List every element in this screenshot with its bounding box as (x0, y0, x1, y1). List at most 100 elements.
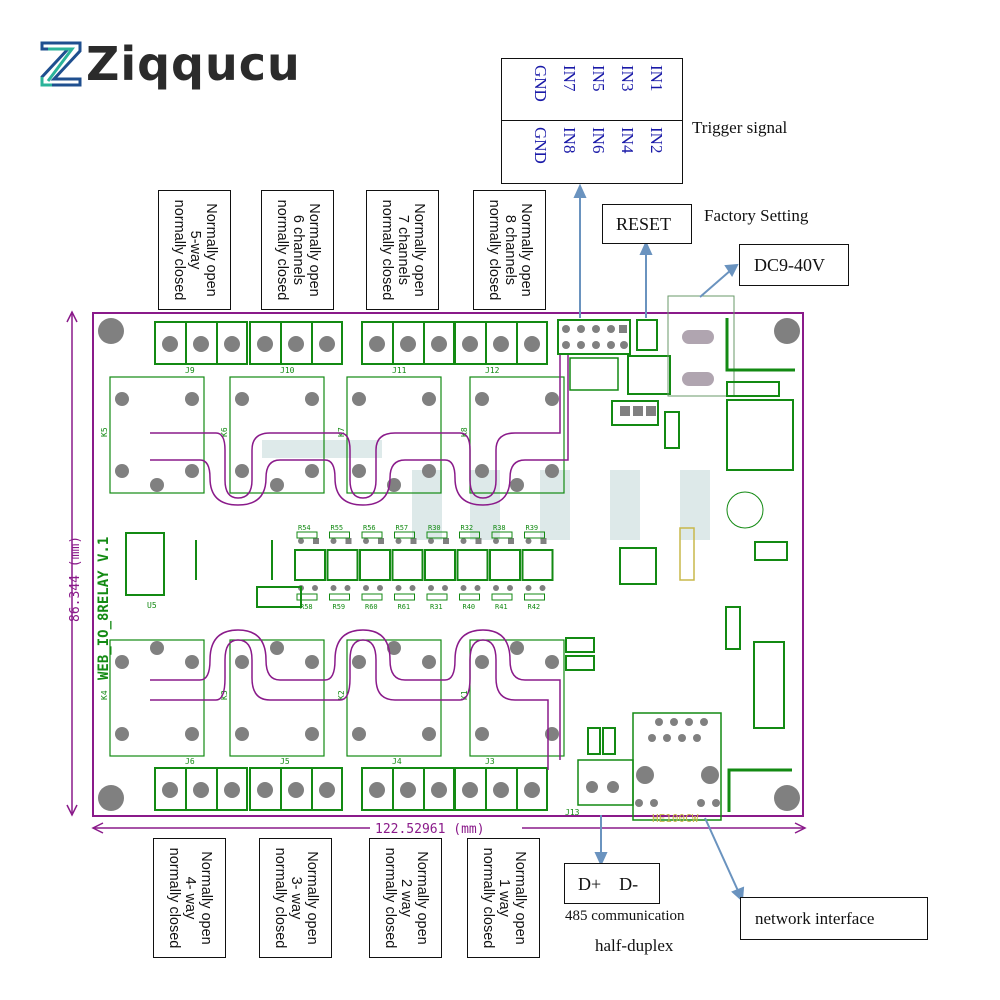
label-line: Normally open (410, 203, 427, 297)
factory-setting-label: Factory Setting (704, 206, 809, 225)
terminal-block: J5 (249, 757, 343, 811)
rs485-line1: 485 communication (565, 908, 685, 924)
relay-pad (422, 655, 436, 669)
resistor-label: R31 (430, 603, 443, 611)
relay-pad (545, 464, 559, 478)
reset-label: RESET (616, 214, 672, 234)
relay-pad (305, 727, 319, 741)
pin-label: IN8 (560, 127, 579, 154)
terminal-pad (319, 782, 335, 798)
terminal-pad (493, 782, 509, 798)
terminal-pad (524, 336, 540, 352)
relay-pad (422, 392, 436, 406)
relay-pad (387, 641, 401, 655)
connector-label: J3 (485, 757, 495, 766)
terminal-pad (288, 782, 304, 798)
connector-label: J6 (185, 757, 195, 766)
terminal-pad (369, 336, 385, 352)
pin-label: IN6 (589, 127, 608, 154)
relay-pad (545, 655, 559, 669)
terminal-pad (257, 336, 273, 352)
pin-label: GND (531, 127, 550, 164)
relay-pad (352, 655, 366, 669)
brand-logo: Ziqqucu (40, 36, 301, 92)
terminal-block: J9 (154, 321, 248, 375)
relay-label: K7 (337, 427, 346, 437)
trigger-signal-label: Trigger signal (692, 118, 788, 137)
label-line: 1 way (495, 879, 512, 917)
terminal-pad (224, 782, 240, 798)
svg-text:J13: J13 (565, 808, 580, 817)
label-line: Normally open (197, 851, 214, 945)
terminal-pad (431, 782, 447, 798)
terminal-pad (162, 782, 178, 798)
pin-label: GND (531, 65, 550, 102)
relay-pad (510, 478, 524, 492)
terminal-pad (369, 782, 385, 798)
connector-label: J9 (185, 366, 195, 375)
label-line: normally closed (479, 847, 496, 949)
terminal-pad (493, 336, 509, 352)
resistor-label: R56 (363, 524, 376, 532)
relay-label: K4 (100, 690, 109, 700)
callout-arrows (573, 183, 745, 903)
u5-label: U5 (147, 601, 157, 610)
relay-pad (475, 655, 489, 669)
resistor-label: R55 (331, 524, 344, 532)
relay-pad (475, 464, 489, 478)
label-line: 4- way (181, 876, 198, 920)
pin-label: IN1 (647, 65, 666, 92)
label-line: normally closed (378, 199, 395, 301)
terminal-pad (524, 782, 540, 798)
label-line: normally closed (485, 199, 502, 301)
relay-pad (475, 727, 489, 741)
relay-pad (185, 727, 199, 741)
pin-label: IN7 (560, 65, 579, 92)
terminal-pad (431, 336, 447, 352)
resistor-label: R60 (365, 603, 378, 611)
connector-label: J4 (392, 757, 402, 766)
terminal-pad (162, 336, 178, 352)
height-label: 86.344 (mm) (68, 536, 83, 622)
connector-label: J10 (280, 366, 295, 375)
relay-K6: K6 (220, 376, 325, 494)
brand-name: Ziqqucu (86, 37, 301, 91)
label-line: 2 way (397, 879, 414, 917)
relay-pad (235, 464, 249, 478)
power-label: DC9-40V (754, 255, 825, 275)
relay-pad (235, 655, 249, 669)
relay-K2: K2 (337, 639, 442, 757)
label-line: 6 channels (289, 214, 306, 286)
connector-label: J11 (392, 366, 407, 375)
connector-label: J12 (485, 366, 500, 375)
relay-pad (185, 392, 199, 406)
relay-K3: K3 (220, 639, 325, 757)
relay-pad (510, 641, 524, 655)
label-line: normally closed (165, 847, 182, 949)
inductor-u11 (726, 399, 794, 471)
mounting-hole (774, 318, 800, 344)
resistor-label: R41 (495, 603, 508, 611)
relay-pad (475, 392, 489, 406)
resistor-label: R42 (528, 603, 541, 611)
label-line: Normally open (413, 851, 430, 945)
relay-pad (305, 392, 319, 406)
terminal-pad (257, 782, 273, 798)
relay-pad (185, 655, 199, 669)
terminal-pad (462, 782, 478, 798)
relay-pad (422, 727, 436, 741)
label-line: 7 channels (394, 214, 411, 286)
relay-pad (235, 727, 249, 741)
power-box: DC9-40V (739, 244, 849, 286)
terminal-pad (193, 336, 209, 352)
terminal-block: J3 (454, 757, 548, 811)
optocoupler (326, 538, 359, 591)
optocoupler (456, 538, 489, 591)
power-jack-pad (682, 372, 714, 386)
relay-label: K1 (460, 690, 469, 700)
relay-label: K2 (337, 690, 346, 700)
